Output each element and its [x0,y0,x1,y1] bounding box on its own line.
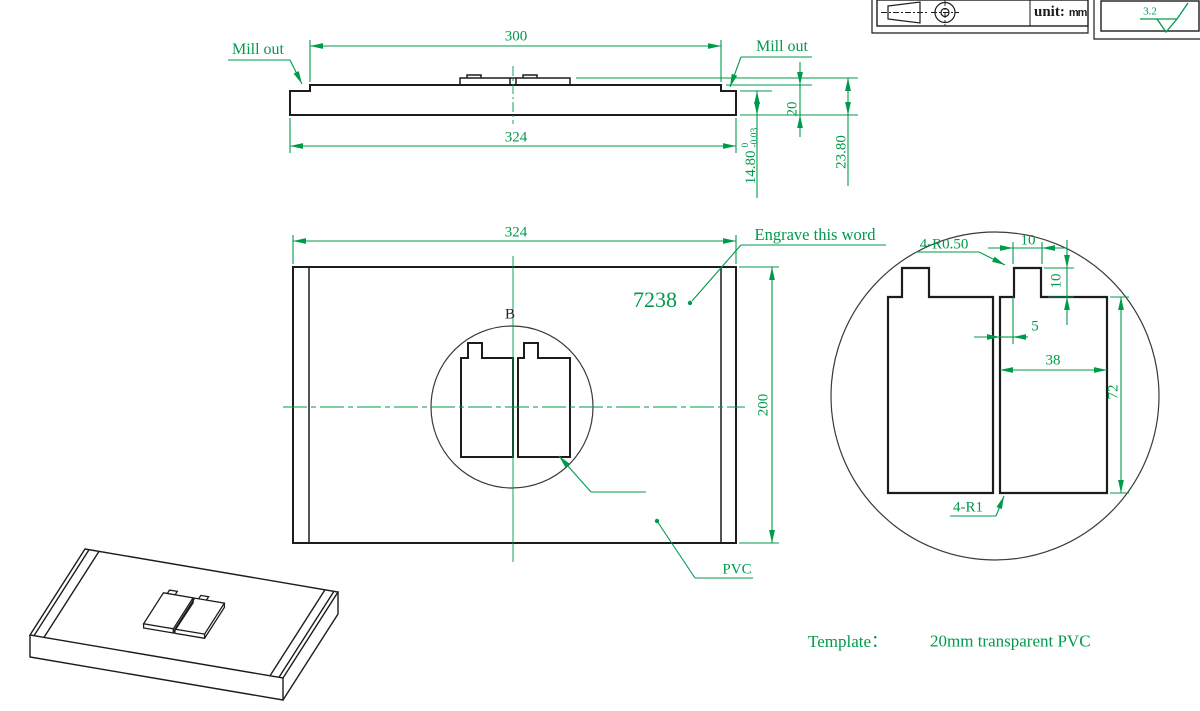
dim-200: 200 [755,393,772,417]
material-label-pvc: PVC [722,561,752,578]
dim-324-side: 324 [504,129,528,146]
unit-value: mm [1068,7,1088,19]
dim-4-r050: 4-R0.50 [919,236,969,253]
projection-symbol-icon [881,0,959,26]
side-view-drawing [289,74,737,116]
dim-14-80: 14.80 0 -0.03 [741,127,760,185]
engrave-label: Engrave this word [754,224,876,244]
mill-out-left-label: Mill out [231,41,285,58]
surface-finish-value: 3.2 [1143,5,1157,18]
template-note-label: Template： [808,631,889,651]
dim-14-80-value: 14.80 [742,150,759,185]
unit-label: unit: [1034,4,1065,20]
dim-tab-width-10: 10 [1020,232,1036,249]
dim-body-width-38: 38 [1045,352,1061,369]
template-note-value: 20mm transparent PVC [930,631,1091,651]
iso-view-drawing [28,548,340,701]
surface-finish-icon [1140,2,1189,34]
template-note: Template： 20mm transparent PVC [808,631,1091,651]
dim-23-80: 23.80 [833,135,850,169]
dim-body-height-72: 72 [1105,384,1122,400]
dim-324-front: 324 [504,224,528,241]
dim-300: 300 [504,28,528,45]
detail-view-dimensions [916,240,1129,517]
detail-view-drawing [830,231,1160,561]
mill-out-right-label: Mill out [755,38,809,55]
dim-20: 20 [784,101,801,117]
dim-14-80-tol-lower: -0.03 [750,127,760,148]
engrave-word: 7238 [633,287,677,312]
unit-cell: unit: mm [1034,3,1088,21]
front-view-dimensions [283,235,886,579]
detail-callout-b: B [504,306,516,323]
dim-tab-offset-5: 5 [1031,318,1039,335]
dim-4-r1: 4-R1 [953,499,983,516]
title-block [871,0,1200,40]
side-view-dimensions [228,40,858,198]
dim-tab-height-10: 10 [1048,273,1065,289]
